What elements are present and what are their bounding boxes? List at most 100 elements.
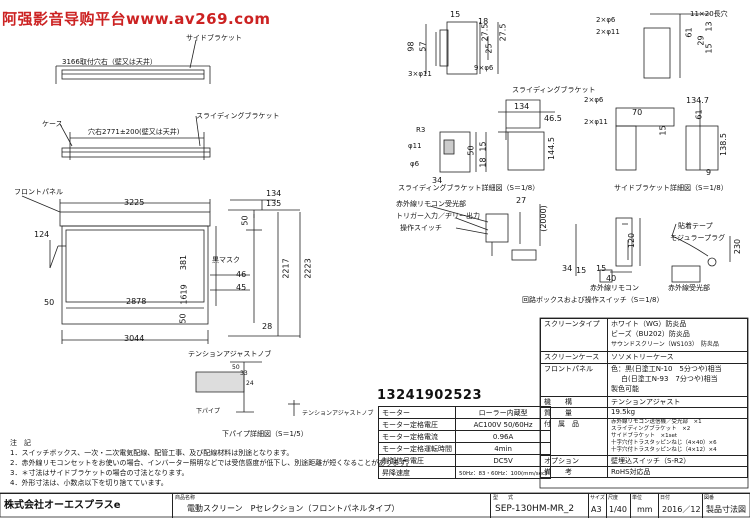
case-holes-label: 穴右2771±200(壁又は天井) bbox=[88, 128, 180, 136]
dim-46: 46 bbox=[236, 270, 247, 279]
info-key: スクリーンタイプ bbox=[540, 318, 608, 352]
holes-3x11: 3×φ11 bbox=[408, 70, 432, 78]
front-value: 色：黒(日塗工N-10 5分つや)相当 bbox=[611, 365, 722, 373]
dim-2878: 2878 bbox=[126, 297, 147, 306]
br-dim-15: 15 bbox=[450, 10, 461, 19]
sl-dim-50: 50 bbox=[466, 145, 476, 156]
receiver-label: 赤外線受光部 bbox=[668, 284, 710, 292]
spec-row: モーターローラー内蔵型 bbox=[378, 406, 552, 419]
unit-cell: 単位 mm bbox=[630, 494, 659, 518]
sb-dim-61: 61 bbox=[684, 27, 694, 38]
info-key: フロントパネル bbox=[540, 363, 608, 397]
size-caption: サイズ bbox=[590, 495, 605, 501]
dim-134: 134 bbox=[266, 189, 282, 198]
dim-50-right: 50 bbox=[240, 215, 250, 226]
info-key: オプション bbox=[540, 455, 608, 467]
info-value: ソソメトリーケース bbox=[607, 351, 748, 364]
sl-dim-34: 34 bbox=[432, 176, 443, 185]
scale-value: 1/40 bbox=[609, 505, 627, 514]
sl-dim-11: φ11 bbox=[408, 142, 422, 150]
dim-135: 135 bbox=[266, 199, 282, 208]
pipe-dim-33: 33 bbox=[240, 370, 248, 377]
dim-2217: 2217 bbox=[281, 258, 291, 279]
notes: 注 記 1．スイッチボックス、一次・二次電気配線、配管工事、及び配線材料は別途と… bbox=[10, 438, 413, 488]
dim-381: 381 bbox=[179, 254, 189, 271]
sb-dim-15b: 15 bbox=[658, 125, 668, 136]
sw-dim-27: 27 bbox=[516, 196, 527, 205]
dim-50-bottom: 50 bbox=[178, 313, 188, 324]
sb-dim-134-7: 134.7 bbox=[686, 96, 709, 105]
sb-dim-9: 9 bbox=[706, 168, 712, 177]
acc-value: 十字穴付トラスタッピンねじ（4×12）×4 bbox=[611, 447, 717, 453]
notes-title: 注 記 bbox=[10, 439, 31, 447]
dim-50-left: 50 bbox=[44, 298, 55, 307]
note-line: 1．スイッチボックス、一次・二次電気配線、配管工事、及び配線材料は別途となります… bbox=[10, 449, 294, 457]
sl-dim-46-5: 46.5 bbox=[544, 114, 562, 123]
sw-dim-120: 120 bbox=[627, 232, 637, 249]
holes-9x6: 9×φ6 bbox=[474, 64, 494, 72]
spec-value: 50Hz：83・60Hz：100(mm/sec) bbox=[454, 466, 552, 479]
info-value: RoHS対応品 bbox=[607, 466, 748, 478]
dim-3225: 3225 bbox=[124, 198, 145, 207]
spec-value: AC100V 50/60Hz bbox=[454, 418, 552, 431]
info-value: 赤外線リモコン送信機／受光部 ×1 スライディングブラケット ×2 サイドブラケ… bbox=[607, 418, 748, 456]
product-caption: 商品名称 bbox=[175, 495, 196, 501]
info-value: 19.5kg bbox=[607, 407, 748, 419]
pipe-caption: 下パイプ詳細図（S＝1/5） bbox=[222, 430, 308, 438]
info-row-option: オプション 壁埋込スイッチ（S-R2） bbox=[540, 455, 748, 467]
watermark-text: 阿强影音导购平台www.av269.com bbox=[2, 10, 271, 28]
sb-dim-13: 13 bbox=[704, 21, 714, 32]
screen-value: ビーズ（BU202）防炎品 bbox=[611, 330, 690, 338]
sb-holes-2x6: 2×φ6 bbox=[584, 96, 604, 104]
dim-1619: 1619 bbox=[179, 284, 189, 305]
date-value: 2016／12 bbox=[662, 505, 701, 514]
acc-value: サイドブラケット ×1set bbox=[611, 433, 678, 439]
side-bracket-label: サイドブラケット bbox=[186, 34, 242, 42]
sw-dim-15: 15 bbox=[576, 266, 587, 275]
pipe-knob-label: テンションアジャストノブ bbox=[302, 410, 374, 417]
info-row-acc: 付 属 品 赤外線リモコン送信機／受光部 ×1 スライディングブラケット ×2 … bbox=[540, 418, 748, 456]
product-cell: 商品名称 電動スクリーン Pセレクション（フロントパネルタイプ） bbox=[172, 494, 491, 518]
note-line: 3．＊寸法はサイドブラケットの場合の寸法となります。 bbox=[10, 469, 189, 477]
bottom-pipe-label: 下パイプ bbox=[196, 408, 221, 415]
doc-cell: 図番 製品寸法図 bbox=[702, 494, 750, 518]
front-value: 白(日塗工N-93 7分つや)相当 bbox=[621, 375, 718, 383]
dim-45: 45 bbox=[236, 283, 247, 292]
sw-dim-2000: (2000) bbox=[538, 205, 548, 232]
spec-key: 昇降速度 bbox=[378, 466, 456, 479]
sw-dim-40: 40 bbox=[606, 274, 617, 283]
size-cell: サイズ A3 bbox=[588, 494, 607, 518]
mount-holes-label: 3166取付穴右（壁又は天井） bbox=[62, 58, 157, 66]
sl-dim-134: 134 bbox=[514, 102, 530, 111]
scale-cell: 尺度 1/40 bbox=[606, 494, 631, 518]
info-value: 壁埋込スイッチ（S-R2） bbox=[607, 455, 748, 467]
info-key: スクリーンケース bbox=[540, 351, 608, 364]
info-key: 付 属 品 bbox=[540, 418, 608, 456]
front-value: 製色可能 bbox=[611, 385, 639, 393]
switch-caption: 回路ボックスおよび操作スイッチ（S＝1/8） bbox=[522, 296, 664, 304]
tension-knob-label: テンションアジャストノブ bbox=[188, 350, 272, 358]
unit-value: mm bbox=[637, 505, 653, 514]
scale-caption: 尺度 bbox=[608, 495, 619, 501]
sl-dim-18: 18 bbox=[478, 157, 488, 168]
dim-124: 124 bbox=[34, 230, 50, 239]
model-value: SEP-130HM-MR_2 bbox=[495, 504, 575, 514]
product-name: 電動スクリーン Pセレクション（フロントパネルタイプ） bbox=[187, 504, 400, 513]
acc-value: 赤外線リモコン送信機／受光部 ×1 bbox=[611, 419, 702, 425]
sl-dim-15: 15 bbox=[478, 141, 488, 152]
doc-value: 製品寸法図 bbox=[706, 505, 746, 514]
sb-dim-15: 15 bbox=[704, 43, 714, 54]
info-value: ホワイト（WG）防炎品 ビーズ（BU202）防炎品 サウンドスクリーン（WS10… bbox=[607, 318, 748, 352]
date-caption: 日付 bbox=[660, 495, 671, 501]
side-caption: サイドブラケット詳細図（S＝1/8） bbox=[614, 184, 728, 192]
sb-holes-2x11: 2×φ11 bbox=[584, 118, 608, 126]
modular-label: モジュラープラグ bbox=[670, 234, 726, 242]
note-line: 4．外形寸法は、小数点以下を切り捨てています。 bbox=[10, 479, 168, 487]
sl-dim-r3: R3 bbox=[416, 126, 426, 134]
br-dim-27-5: 27.5 bbox=[480, 23, 490, 42]
sl-dim-144-5: 144.5 bbox=[546, 137, 556, 160]
model-caption: 型 式 bbox=[493, 495, 514, 501]
info-key: 備 考 bbox=[540, 466, 608, 478]
